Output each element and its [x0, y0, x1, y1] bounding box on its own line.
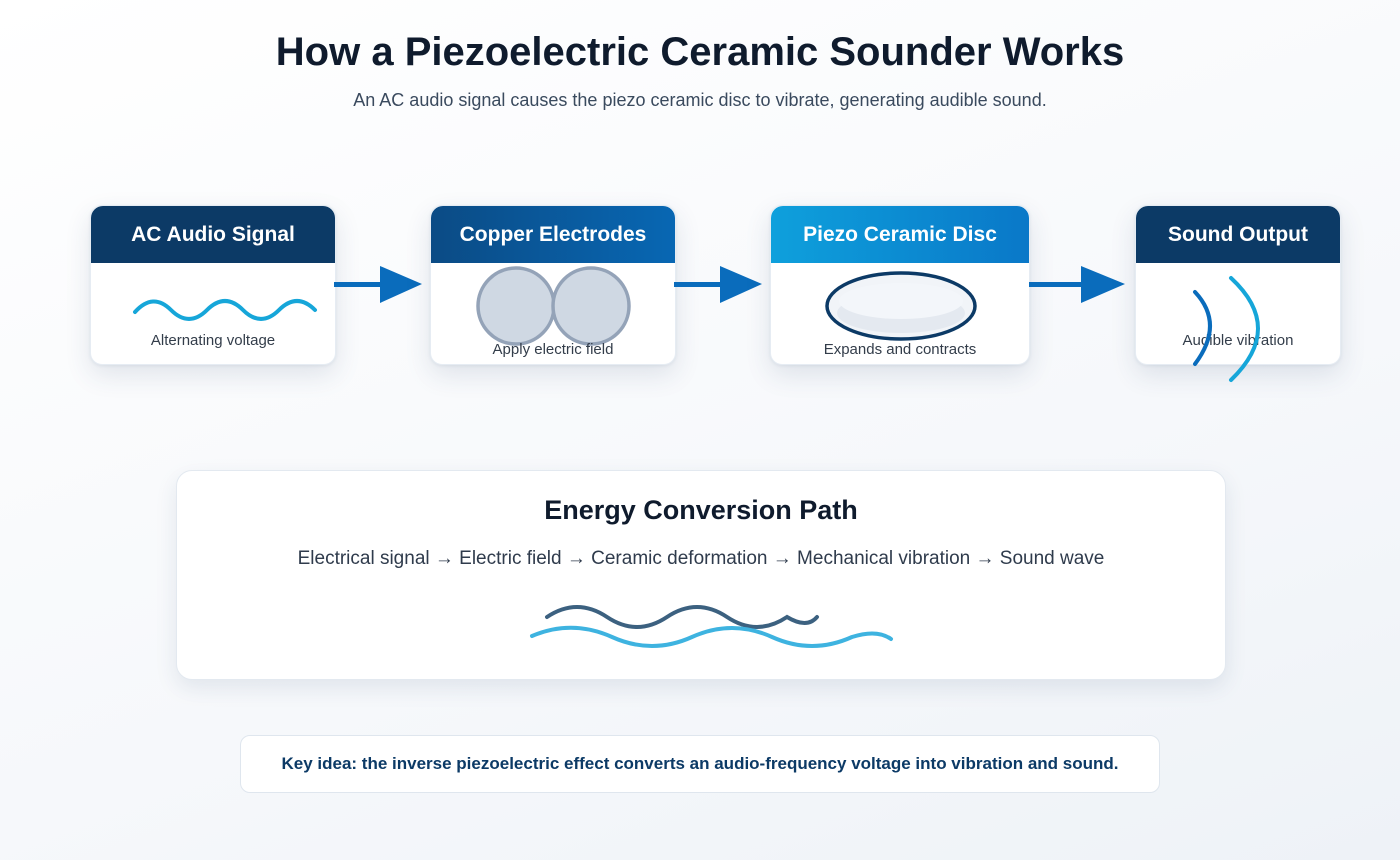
page-title: How a Piezoelectric Ceramic Sounder Work…: [275, 30, 1125, 74]
stage-title: Piezo Ceramic Disc: [771, 206, 1029, 263]
flow-arrow-icon: [1029, 266, 1125, 303]
flow-arrow-icon: [334, 266, 422, 303]
stage-title: Sound Output: [1136, 206, 1340, 263]
stage-title: Copper Electrodes: [431, 206, 675, 263]
flow-arrow-icon: [674, 266, 762, 303]
page-subtitle: An AC audio signal causes the piezo cera…: [353, 90, 1047, 110]
vibration-waves-icon: [530, 605, 893, 648]
stage-card-piezo-ceramic-disc: Piezo Ceramic Disc Expands and contracts: [770, 205, 1030, 365]
energy-conversion-panel: Energy Conversion Path Electrical signal…: [176, 470, 1226, 680]
conversion-sequence: Electrical signal → Electric field → Cer…: [297, 548, 1105, 569]
stage-title: AC Audio Signal: [91, 206, 335, 263]
stage-caption: Apply electric field: [492, 341, 614, 358]
ceramic-disc-icon: [825, 271, 977, 341]
electrode-discs-icon: [476, 266, 631, 346]
key-idea-note: Key idea: the inverse piezoelectric effe…: [240, 735, 1160, 793]
stage-card-copper-electrodes: Copper Electrodes Apply electric field: [430, 205, 676, 365]
stage-caption: Alternating voltage: [150, 332, 276, 349]
sound-wave-arcs-icon: [1193, 276, 1260, 382]
panel-title: Energy Conversion Path: [544, 495, 858, 525]
sine-wave-icon: [133, 299, 317, 321]
stage-caption: Expands and contracts: [823, 341, 977, 358]
stage-card-ac-audio-signal: AC Audio Signal Alternating voltage: [90, 205, 336, 365]
